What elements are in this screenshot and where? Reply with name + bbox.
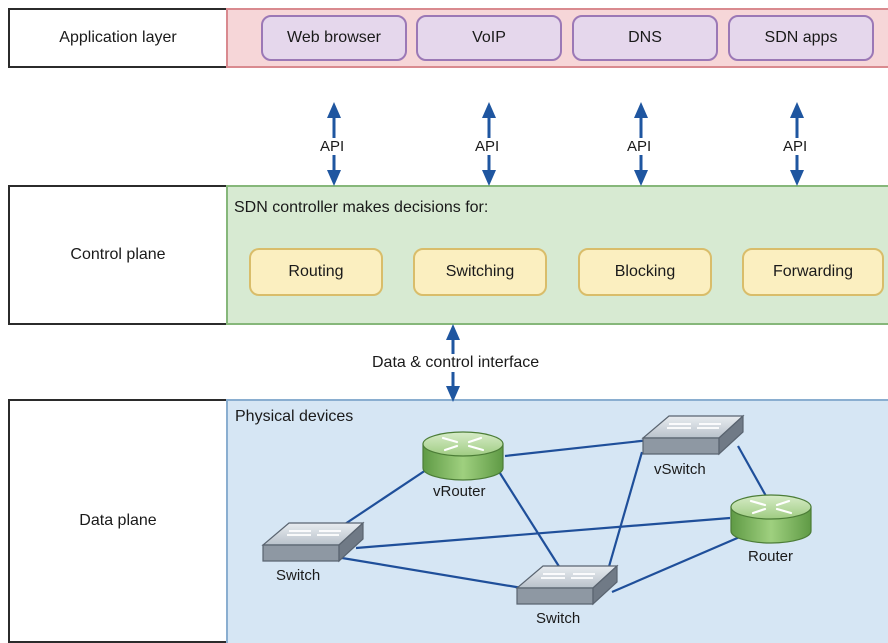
function-forwarding: Forwarding <box>742 248 884 296</box>
function-blocking-label: Blocking <box>614 263 676 280</box>
app-voip-label: VoIP <box>472 29 506 46</box>
function-blocking: Blocking <box>578 248 712 296</box>
vswitch-label: vSwitch <box>654 461 706 478</box>
controller-caption: SDN controller makes decisions for: <box>234 199 489 216</box>
application-layer-label: Application layer <box>8 8 228 68</box>
api-label-voip: API <box>473 138 502 155</box>
api-label-dns: API <box>625 138 654 155</box>
api-label-sdn-apps: API <box>781 138 810 155</box>
app-voip: VoIP <box>416 15 562 61</box>
api-label-web-browser: API <box>318 138 347 155</box>
switch-bottom-label: Switch <box>536 610 581 627</box>
function-switching-label: Switching <box>445 263 515 280</box>
app-dns-label: DNS <box>628 29 662 46</box>
data-plane-text: Data plane <box>79 512 157 529</box>
physical-devices-caption: Physical devices <box>235 408 354 425</box>
function-routing: Routing <box>249 248 383 296</box>
app-web-browser-label: Web browser <box>287 29 381 46</box>
vrouter-label: vRouter <box>433 483 486 500</box>
data-plane-label: Data plane <box>8 399 228 643</box>
application-layer-text: Application layer <box>59 29 177 46</box>
app-sdn-apps: SDN apps <box>728 15 874 61</box>
control-plane-text: Control plane <box>70 246 166 263</box>
app-web-browser: Web browser <box>261 15 407 61</box>
data-plane-band <box>226 399 888 643</box>
interface-label: Data & control interface <box>370 354 542 372</box>
function-forwarding-label: Forwarding <box>772 263 854 280</box>
router-label: Router <box>748 548 794 565</box>
app-sdn-apps-label: SDN apps <box>764 29 838 46</box>
function-routing-label: Routing <box>288 263 344 280</box>
app-dns: DNS <box>572 15 718 61</box>
function-switching: Switching <box>413 248 547 296</box>
control-plane-label: Control plane <box>8 185 228 325</box>
switch-left-label: Switch <box>276 567 321 584</box>
